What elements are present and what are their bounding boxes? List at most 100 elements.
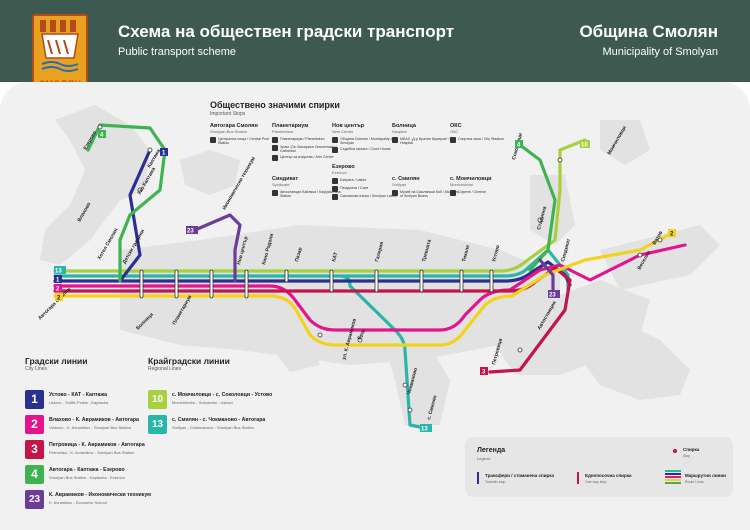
- transfer-stop[interactable]: [244, 269, 249, 299]
- map-badges: 4 1 23 13 1 2 2 10 4 3 13 23 2: [54, 130, 676, 433]
- lake-icon: [332, 178, 338, 184]
- city-line-row[interactable]: 23 К. Аврамиков - Икономически техникум …: [25, 490, 245, 512]
- stop-dot[interactable]: [147, 147, 153, 153]
- stop-dot[interactable]: [407, 407, 413, 413]
- post-icon: [210, 137, 216, 143]
- important-stops-subtitle: Important Stops: [210, 111, 246, 117]
- map-badge[interactable]: [55, 293, 63, 301]
- stop-group-title: Синдикат: [272, 176, 299, 182]
- transfer-stop[interactable]: [489, 269, 494, 293]
- transfer-stop[interactable]: [419, 269, 424, 293]
- stop-group-subtitle: Hospital: [392, 129, 407, 134]
- stop-dot[interactable]: [657, 237, 663, 243]
- city-line-row[interactable]: 1 Устово - КАТ - Каптажа Ustovo - Traffi…: [25, 390, 245, 412]
- transfer-stop[interactable]: [209, 269, 214, 299]
- bus-icon: [272, 190, 278, 196]
- map-badge[interactable]: [668, 229, 676, 237]
- city-lines-subtitle: City Lines: [25, 366, 47, 372]
- regional-lines-title: Крайградски линии: [148, 356, 230, 366]
- stop-group-subtitle: New Center: [332, 129, 354, 134]
- legend-subtitle: Legend: [477, 456, 491, 461]
- museum-icon: [392, 190, 398, 196]
- map-badge[interactable]: [54, 275, 62, 283]
- map-badge[interactable]: [420, 424, 432, 432]
- map-badge[interactable]: [480, 367, 488, 375]
- regional-lines-heading: Крайградски линии Regional Lines: [148, 356, 230, 372]
- map-badge-label: 23: [549, 293, 556, 299]
- important-stop-group: Езерово Ezerovo Езерата / Lakes Пещерата…: [332, 164, 402, 200]
- map-badge[interactable]: [580, 140, 590, 148]
- stop-group-title: Автогара Смолян: [210, 123, 258, 129]
- transfer-stop[interactable]: [284, 269, 289, 283]
- stop-group-subtitle: Smolyan Bus Station: [210, 129, 248, 134]
- route-23-line: [193, 213, 555, 295]
- regional-line-row[interactable]: 10 с. Момчиловци - с. Соколовци - Устово…: [148, 390, 368, 412]
- stop-dot[interactable]: [402, 382, 408, 388]
- map-badge[interactable]: [548, 290, 560, 298]
- regional-line-row[interactable]: 13 с. Смилян - с. Чокманово - Автогара S…: [148, 415, 368, 437]
- stop-group-subtitle: Momchilovtsi: [450, 182, 474, 187]
- line-name-en: K. Avramikov - Economic School: [49, 500, 107, 505]
- legend-symbols: [477, 449, 681, 484]
- stop-group-subtitle: Planetarium: [272, 129, 294, 134]
- arts-icon: [272, 155, 278, 161]
- stop-dot[interactable]: [317, 332, 323, 338]
- stop-dot[interactable]: [357, 337, 363, 343]
- stop-dot[interactable]: [537, 217, 543, 223]
- legend-routes-sublabel: Route Lines: [685, 480, 704, 484]
- route-lines-symbol-icon: [665, 470, 681, 484]
- stop-group-title: с. Смилян: [392, 176, 420, 182]
- line-number-badge: 13: [148, 415, 167, 434]
- legend-transfer-sublabel: Transfer stop: [485, 480, 506, 484]
- stop-dot[interactable]: [517, 347, 523, 353]
- cheese-icon: [450, 190, 456, 196]
- stop-group-item: Музей на Смилянски боб / Museum of Smily…: [392, 190, 462, 198]
- important-stop-group: с. Момчиловци Momchilovtsi Сирене / Chee…: [450, 176, 505, 196]
- stop-group-item: Община Смолян / Municipality of Smolyan: [332, 137, 402, 145]
- stop-group-subtitle: Smilyan: [392, 182, 407, 187]
- station-label: Синдикат: [560, 238, 572, 263]
- line-name-en: Vlahovo - K. Avramikov - Smolyan Bus Sta…: [49, 425, 131, 430]
- planetarium-icon: [272, 137, 278, 143]
- stop-group-item: Център за изкуства / Arts Center: [272, 155, 342, 161]
- legend-title: Легенда: [477, 447, 506, 454]
- map-badge-label: 4: [517, 143, 521, 149]
- cave-icon: [332, 186, 338, 192]
- city-line-row[interactable]: 2 Влахово - К. Аврамиков - Автогара Vlah…: [25, 415, 245, 437]
- transfer-stop[interactable]: [329, 269, 334, 293]
- stop-symbol-icon: [673, 449, 677, 453]
- map-badge-label: 23: [187, 229, 194, 235]
- stop-group-item: Пещерата / Cave: [332, 186, 402, 192]
- station-label: Тикале: [461, 244, 471, 262]
- map-badge[interactable]: [54, 284, 62, 292]
- legend-routes-label: Маршрутни линии: [685, 473, 726, 478]
- city-line-row[interactable]: 4 Автогара - Каптажа - Езерово Smolyan B…: [25, 465, 245, 487]
- stop-dot[interactable]: [637, 252, 643, 258]
- map-badge[interactable]: [160, 148, 168, 156]
- stop-group-item: Смолянски езера / Smolyan Lakes: [332, 194, 402, 200]
- map-badge[interactable]: [54, 266, 66, 274]
- page-title: Схема на обществен градски транспорт: [118, 22, 455, 41]
- transfer-stop[interactable]: [174, 269, 179, 299]
- transfer-stop[interactable]: [374, 269, 379, 293]
- stop-group-title: ОКС: [450, 123, 462, 129]
- stop-group-subtitle: Syndicate: [272, 182, 290, 187]
- important-stop-group: Болница Hospital МБАЛ „Д-р Братан Шукеро…: [392, 123, 462, 145]
- stop-group-item: Автостанция Кайляка / Kaylyaka Bus Stati…: [272, 190, 342, 198]
- stop-dot[interactable]: [97, 124, 103, 130]
- route-4-line: [86, 123, 557, 283]
- city-line-row[interactable]: 3 Петровица - К. Аврамиков - Автогара Pe…: [25, 440, 245, 462]
- transfer-stop[interactable]: [459, 269, 464, 293]
- stop-dot[interactable]: [137, 187, 143, 193]
- legend-transfer-label: Трансфери / стоманена спирка: [485, 473, 554, 478]
- line-name: с. Момчиловци - с. Соколовци - Устово: [172, 392, 273, 398]
- map-badge[interactable]: [98, 130, 106, 138]
- stop-dot[interactable]: [557, 157, 563, 163]
- map-badge[interactable]: [515, 140, 523, 148]
- transfer-stop[interactable]: [139, 269, 144, 299]
- stop-group-item: Планетариум / Planetarium: [272, 137, 342, 143]
- important-stop-group: Автогара Смолян Smolyan Bus Station Цент…: [210, 123, 280, 145]
- map-badge[interactable]: [186, 226, 198, 234]
- stop-group-item: Централна поща / Central Post Station: [210, 137, 280, 145]
